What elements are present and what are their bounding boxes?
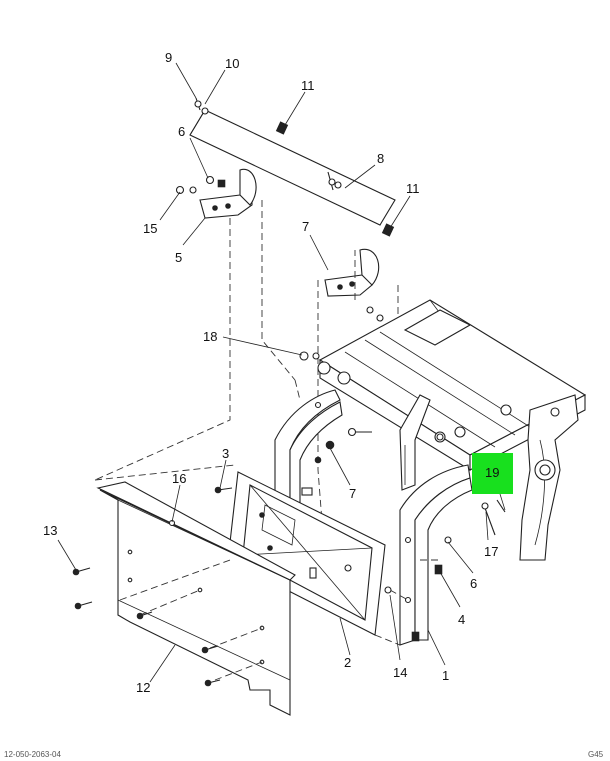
callout-6-right: 6 [470, 576, 477, 591]
right-upper-bracket [324, 248, 380, 297]
callout-15: 15 [143, 221, 157, 236]
callout-1: 1 [442, 668, 449, 683]
callout-12: 12 [136, 680, 150, 695]
figure-id-right: G45 [588, 750, 604, 759]
top-cross-plate [189, 109, 396, 226]
callout-7-top: 7 [302, 219, 309, 234]
right-side-plate [399, 464, 473, 646]
callout-8: 8 [377, 151, 384, 166]
figure-id-left: 12-050-2063-04 [4, 750, 61, 759]
callout-9: 9 [165, 50, 172, 65]
callout-2: 2 [344, 655, 351, 670]
fasteners [72, 351, 506, 687]
callout-6-top: 6 [178, 124, 185, 139]
callout-19: 19 [485, 465, 499, 480]
dashed-guides-lower [94, 379, 440, 681]
inner-bracket [399, 394, 431, 491]
callout-11-right: 11 [406, 181, 420, 196]
leader-lines [57, 62, 506, 683]
callout-7-mid: 7 [349, 486, 356, 501]
center-side-plate [274, 389, 343, 561]
highlight-box [472, 453, 513, 494]
callout-4: 4 [458, 612, 465, 627]
callout-18: 18 [203, 329, 217, 344]
callout-17: 17 [484, 544, 498, 559]
left-upper-bracket [199, 168, 257, 219]
callout-labels: 9 10 11 8 6 15 5 11 7 18 3 7 16 13 17 6 … [43, 50, 499, 695]
callout-11-top: 11 [301, 78, 315, 93]
callout-14: 14 [393, 665, 407, 680]
right-frame-arm [519, 394, 579, 561]
callout-16: 16 [172, 471, 186, 486]
callout-13: 13 [43, 523, 57, 538]
callout-5: 5 [175, 250, 182, 265]
mounting-plate [227, 471, 386, 636]
callout-3: 3 [222, 446, 229, 461]
callout-10: 10 [225, 56, 239, 71]
